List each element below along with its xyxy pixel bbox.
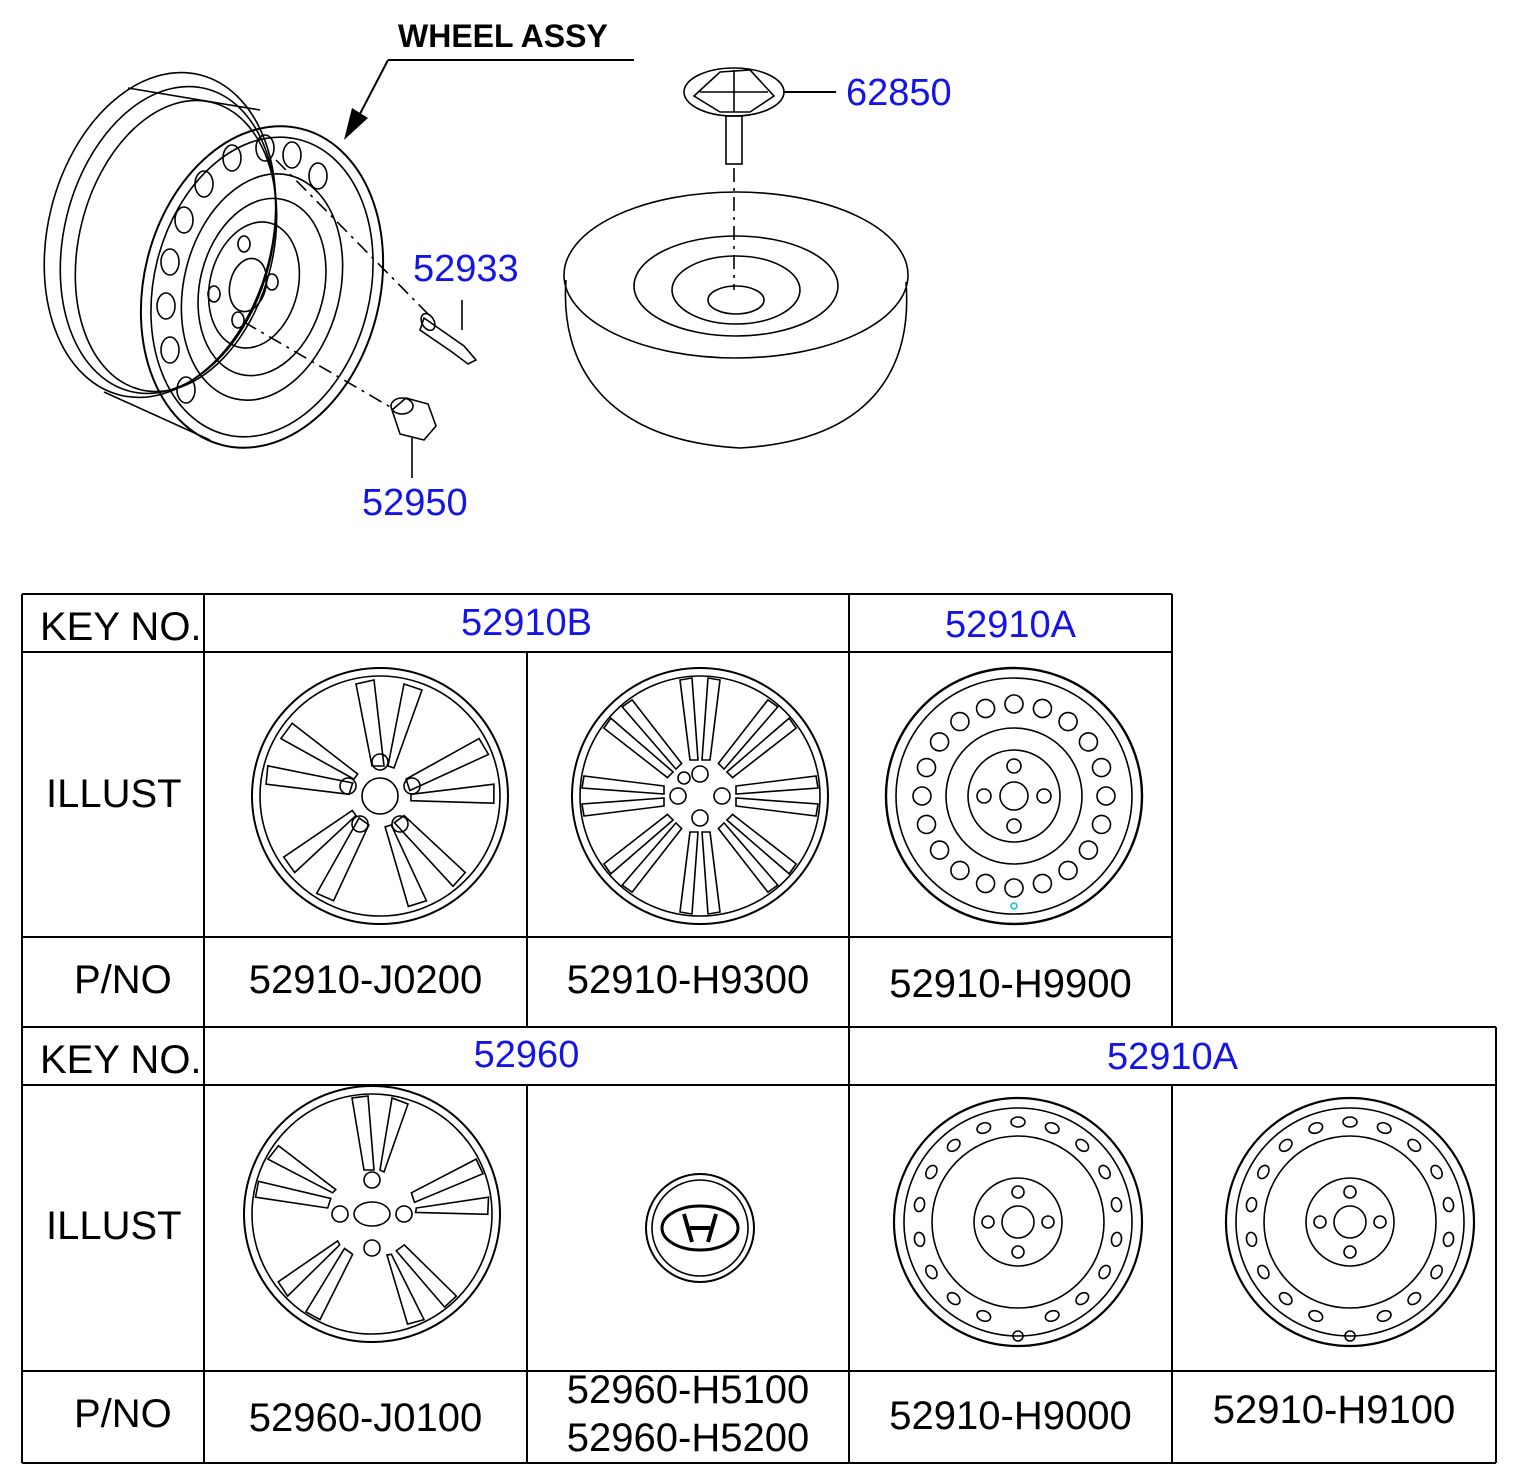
tire-icon xyxy=(563,191,909,449)
key-no-52910b[interactable]: 52910B xyxy=(460,602,592,644)
part-number[interactable]: 52910-H9100 xyxy=(1212,1388,1456,1432)
part-number[interactable]: 52910-H9000 xyxy=(889,1394,1132,1438)
key-no-52960[interactable]: 52960 xyxy=(473,1034,580,1076)
row-header-key-no: KEY NO. xyxy=(40,605,202,649)
key-no-52910a[interactable]: 52910A xyxy=(1106,1036,1238,1078)
part-number[interactable]: 52960-J0100 xyxy=(248,1396,483,1440)
table-grid xyxy=(21,593,1497,1464)
callout-62850[interactable]: 62850 xyxy=(846,72,952,114)
row-header-illust: ILLUST xyxy=(46,772,182,816)
row-header-illust: ILLUST xyxy=(46,1204,182,1248)
steel-wheel-icon xyxy=(43,59,634,449)
callout-52950[interactable]: 52950 xyxy=(362,482,468,524)
part-number[interactable]: 52960-H5200 xyxy=(566,1416,810,1460)
row-header-pno: P/NO xyxy=(74,958,172,1002)
part-number[interactable]: 52960-H5100 xyxy=(566,1368,810,1412)
steel-wheel-icon xyxy=(892,1096,1144,1348)
steel-wheel-icon xyxy=(884,666,1144,926)
valve-icon xyxy=(419,300,478,365)
part-number[interactable]: 52910-J0200 xyxy=(248,958,483,1002)
key-no-52910a[interactable]: 52910A xyxy=(944,604,1076,646)
row-header-key-no: KEY NO. xyxy=(40,1038,202,1082)
alloy-wheel-icon xyxy=(243,1085,501,1343)
part-number[interactable]: 52910-H9900 xyxy=(889,962,1132,1006)
center-cap-icon xyxy=(645,1173,755,1283)
alloy-wheel-icon xyxy=(251,667,509,925)
diagram-title: WHEEL ASSY xyxy=(398,18,608,54)
steel-wheel-icon xyxy=(1224,1096,1476,1348)
alloy-wheel-icon xyxy=(571,667,829,925)
row-header-pno: P/NO xyxy=(74,1392,172,1436)
spare-clamp-icon xyxy=(683,67,836,290)
lug-nut-icon xyxy=(390,397,437,478)
part-number[interactable]: 52910-H9300 xyxy=(566,958,810,1002)
callout-52933[interactable]: 52933 xyxy=(413,248,519,290)
